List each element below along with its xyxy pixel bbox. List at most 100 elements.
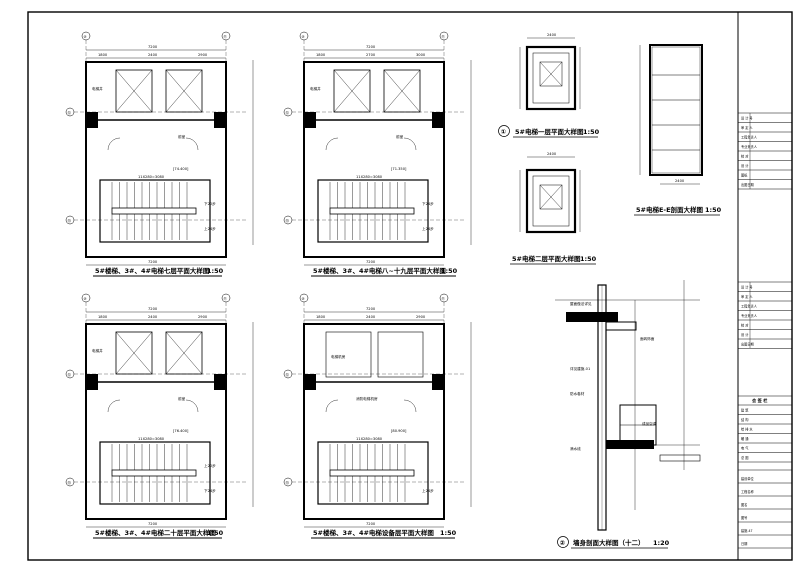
tb-bot-cell: 图号 (741, 515, 747, 520)
tb-low-cell: 电 气 (741, 446, 749, 451)
tb-top-cell: 专业负责人 (741, 144, 758, 149)
elevation-mark: [74.400] (173, 167, 189, 171)
tb-mid-cell: 审 定 人 (741, 294, 753, 299)
stair-label: 下24步 (204, 488, 216, 493)
tb-mid-cell: 设 计 号 (741, 285, 753, 290)
svg-text:面砖饰面: 面砖饰面 (640, 336, 655, 341)
elevator-shaft (115, 69, 153, 113)
dim-sub: 2400 (148, 315, 158, 319)
axis-label: ⑪ (224, 34, 228, 39)
stair-well (111, 469, 197, 477)
dim-sub: 2400 (366, 315, 376, 319)
dim-sub: 3000 (416, 53, 426, 57)
tb-mid-cell: 设 计 (741, 332, 749, 337)
tb-lower-head: 会 签 栏 (752, 397, 768, 404)
tb-low-cell: 总 图 (741, 455, 748, 460)
svg-text:1:50: 1:50 (705, 206, 722, 214)
dim-sub: 2900 (416, 315, 426, 319)
axis-label: ⑪ (224, 296, 228, 301)
axis-label: ⑬ (286, 218, 290, 223)
door-swing (325, 399, 339, 413)
outer-wall (303, 323, 445, 520)
machine-room (325, 331, 372, 378)
tb-low-cell: 建 筑 (741, 408, 749, 413)
axis-label: ⑩ (302, 35, 305, 39)
tb-mid-cell: 出图日期 (741, 342, 754, 347)
svg-text:1:50: 1:50 (441, 267, 458, 275)
machine-room (377, 331, 424, 378)
door-swing (107, 399, 121, 413)
svg-text:1:50: 1:50 (440, 529, 457, 537)
room-label: 电梯井 (92, 348, 103, 353)
tb-top-cell: 校 对 (741, 154, 749, 159)
axis-label: ⑫ (68, 110, 72, 115)
svg-text:2400: 2400 (547, 33, 557, 37)
axis-label: ⑪ (442, 34, 446, 39)
dim-sub: 1800 (98, 53, 108, 57)
column (86, 374, 98, 390)
stair-note: 11X280=3080 (356, 175, 383, 179)
door-swing (403, 399, 417, 413)
dim-bottom: 7200 (148, 260, 158, 264)
axis-label: ⑪ (442, 296, 446, 301)
elevator-shaft (383, 69, 421, 113)
svg-text:1:50: 1:50 (207, 267, 224, 275)
room-label: 消防电梯机房 (356, 396, 378, 401)
elevator-shaft (165, 69, 203, 113)
wall-section-12: 屋面做法详见 详见建施-01 成品空调 防水卷材 面砖饰面 滴水线 ② 墙身剖面… (555, 280, 701, 549)
svg-text:1:50: 1:50 (207, 529, 224, 537)
room-label: 前室 (396, 134, 404, 139)
stair-core (317, 441, 429, 505)
tb-bot-cell: 建施-47 (741, 528, 753, 533)
column (304, 374, 316, 390)
svg-text:1:50: 1:50 (580, 255, 597, 263)
plan-caption-p2: 5#楼梯、3#、4#电梯八~十九层平面大样图 1:50 (311, 266, 458, 277)
door-swing (107, 137, 121, 151)
axis-label: ⑩ (84, 35, 87, 39)
dim-sub: 1800 (98, 315, 108, 319)
tb-bot-cell: 日期 (741, 541, 747, 546)
plan-caption-p4: 5#楼梯、3#、4#电梯设备层平面大样图 1:50 (311, 528, 457, 539)
elevator-plan-1: 2400 ① 5#电梯一层平面大样图 1:50 (498, 33, 600, 138)
shaft-x (383, 69, 421, 113)
room-label: 前室 (178, 396, 186, 401)
stair-well (329, 207, 415, 215)
door-swing (185, 399, 199, 413)
axis-label: ⑬ (286, 480, 290, 485)
stair-well (329, 469, 415, 477)
dim-sub: 1800 (316, 315, 326, 319)
door-swing (185, 137, 199, 151)
column (214, 374, 226, 390)
tb-top-cell: 设 计 (741, 163, 749, 168)
svg-text:5#楼梯、3#、4#电梯二十层平面大样图: 5#楼梯、3#、4#电梯二十层平面大样图 (95, 528, 216, 537)
axis-label: ⑩ (302, 297, 305, 301)
svg-text:5#电梯一层平面大样图: 5#电梯一层平面大样图 (515, 127, 584, 136)
stair-note: 11X280=3080 (138, 175, 165, 179)
outer-wall (303, 61, 445, 258)
shaft-x (165, 69, 203, 113)
dim-bottom: 7200 (366, 522, 376, 526)
svg-text:成品空调: 成品空调 (642, 421, 657, 426)
dim-top: 7200 (148, 307, 158, 311)
room-label: 前室 (178, 134, 186, 139)
elevation-mark: [76.400] (173, 429, 189, 433)
dim-top: 7200 (366, 45, 376, 49)
dim-sub: 2900 (198, 53, 208, 57)
stair-label: 上20步 (204, 463, 216, 468)
svg-text:5#楼梯、3#、4#电梯设备层平面大样图: 5#楼梯、3#、4#电梯设备层平面大样图 (313, 528, 434, 537)
svg-text:5#电梯二层平面大样图: 5#电梯二层平面大样图 (512, 254, 581, 263)
svg-text:5#楼梯、3#、4#电梯七层平面大样图: 5#楼梯、3#、4#电梯七层平面大样图 (95, 266, 210, 275)
tb-mid-cell: 校 对 (741, 323, 749, 328)
svg-text:详见建施-01: 详见建施-01 (570, 366, 590, 371)
tb-mid-cell: 工程负责人 (741, 304, 758, 309)
dim-sub: 2700 (366, 53, 376, 57)
column (86, 112, 98, 128)
tb-top-cell: 工程负责人 (741, 135, 758, 140)
dim-sub: 1800 (316, 53, 326, 57)
svg-text:②: ② (560, 539, 566, 547)
svg-text:①: ① (501, 128, 507, 136)
axis-label: ⑬ (68, 218, 72, 223)
